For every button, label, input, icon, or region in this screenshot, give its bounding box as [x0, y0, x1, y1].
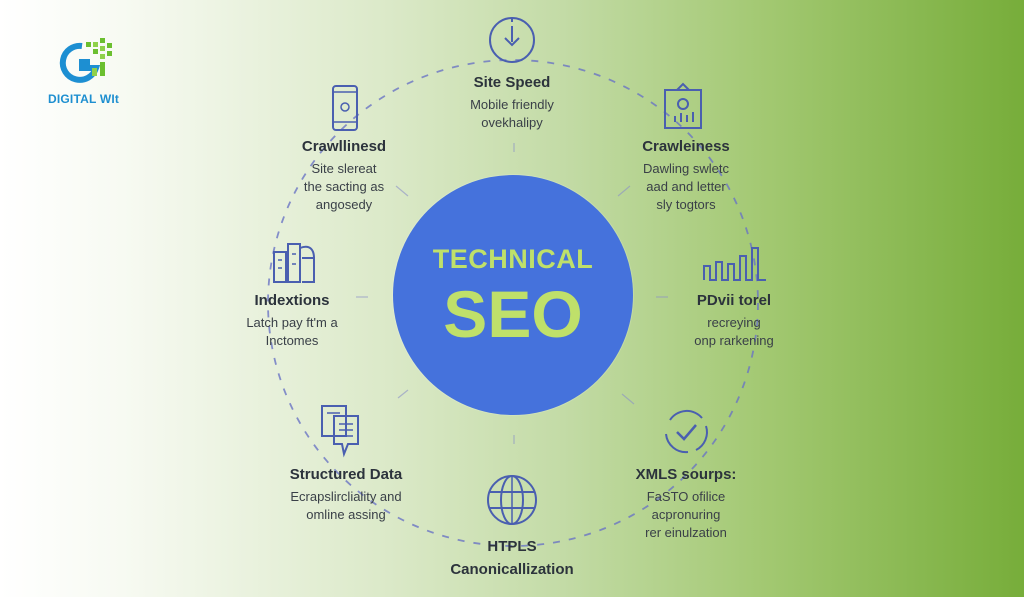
mobile-phone-icon	[332, 85, 358, 131]
center-line1: TECHNICAL	[432, 243, 594, 274]
node-line: omline assing	[306, 507, 386, 522]
node-title: Crawllinesd	[301, 138, 387, 155]
document-chart-icon	[664, 82, 702, 129]
node-title: Indextions	[254, 292, 330, 309]
brand-logo: DIGITAL WIt	[48, 38, 128, 108]
node-title: HTPLS	[487, 538, 537, 555]
node-line: Mobile friendly	[470, 97, 554, 112]
node-line: acpronuring	[651, 507, 721, 522]
node-line: Inctomes	[265, 333, 319, 348]
node-xmls-sourps: XMLS sourps: FaSTO ofilice acpronuring r…	[612, 466, 760, 542]
node-crawllinesd: Crawllinesd Site slereat the sacting as …	[274, 138, 414, 214]
center-line2: SEO	[443, 276, 583, 351]
node-indextions: Indextions Latch pay ft'm a Inctomes	[222, 292, 362, 350]
logo-text: DIGITAL WIt	[48, 92, 120, 106]
node-line: Ecrapslircliality and	[290, 489, 402, 504]
node-crawleiness: Crawleiness Dawling swletc aad and lette…	[616, 138, 756, 214]
node-title: Site Speed	[473, 74, 551, 91]
node-line: FaSTO ofilice	[646, 489, 726, 504]
node-site-speed: Site Speed Mobile friendly ovekhalipy	[442, 74, 582, 132]
node-htpls: HTPLS Canonicallization	[432, 538, 592, 583]
technical-seo-circle: TECHNICAL SEO	[393, 175, 633, 415]
node-title: Structured Data	[289, 466, 403, 483]
node-line: rer einulzation	[645, 525, 727, 540]
node-line: the sacting as	[303, 179, 385, 194]
node-title: Crawleiness	[642, 138, 730, 155]
node-line: recreying	[707, 315, 761, 330]
growth-bars-icon	[703, 247, 766, 281]
node-title: XMLS sourps:	[635, 466, 737, 483]
bar-chart-building-icon	[273, 243, 315, 283]
clock-icon	[489, 17, 535, 63]
check-cycle-icon	[665, 409, 708, 454]
node-title: PDvii torel	[696, 292, 772, 309]
node-line: Dawling swletc	[643, 161, 729, 176]
node-structured-data: Structured Data Ecrapslircliality and om…	[266, 466, 426, 524]
node-line: Site slereat	[311, 161, 377, 176]
documents-icon	[321, 405, 359, 458]
node-line: Canonicallization	[450, 561, 574, 578]
globe-icon	[487, 475, 537, 525]
node-line: angosedy	[315, 197, 373, 212]
node-line: aad and letter	[646, 179, 726, 194]
node-pdvii-torel: PDvii torel recreying onp rarkening	[664, 292, 804, 350]
node-line: sly togtors	[656, 197, 716, 212]
logo-g-icon	[59, 38, 112, 83]
node-line: onp rarkening	[694, 333, 774, 348]
node-line: ovekhalipy	[481, 115, 543, 130]
node-line: Latch pay ft'm a	[246, 315, 338, 330]
